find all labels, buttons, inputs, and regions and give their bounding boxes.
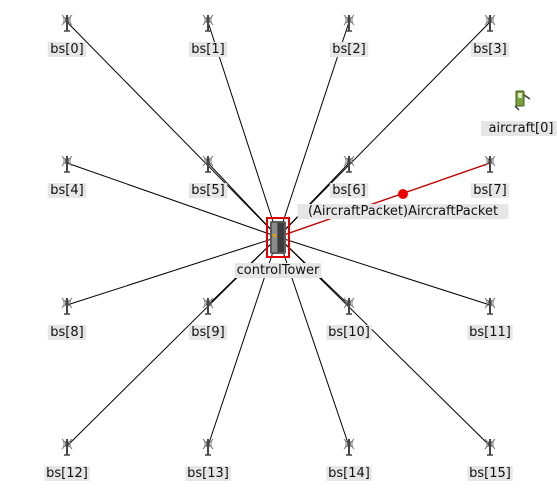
node-label: bs[13] xyxy=(187,466,229,481)
label-background xyxy=(188,183,228,198)
node-label: bs[6] xyxy=(332,183,365,198)
antenna-icon xyxy=(61,297,73,315)
base-station-14[interactable]: bs[14] xyxy=(326,438,372,481)
label-background xyxy=(467,325,513,340)
antenna-icon xyxy=(484,297,496,315)
label-background xyxy=(467,466,513,481)
antenna-icon xyxy=(343,14,355,32)
antenna-icon xyxy=(202,14,214,32)
node-label: bs[11] xyxy=(469,325,511,340)
antenna-icon xyxy=(343,155,355,173)
packet-dot xyxy=(398,189,408,199)
label-background xyxy=(329,183,369,198)
label-background xyxy=(188,325,228,340)
label-background xyxy=(47,325,87,340)
active-link-line xyxy=(277,162,491,238)
node-label: bs[0] xyxy=(50,42,83,57)
antenna-icon xyxy=(61,14,73,32)
link-line xyxy=(66,162,279,238)
base-station-2[interactable]: bs[2] xyxy=(329,14,369,57)
packet-label: (AircraftPacket)AircraftPacket xyxy=(297,204,509,219)
mobile-phone-icon xyxy=(514,90,531,111)
label-background xyxy=(47,42,87,57)
node-label: (AircraftPacket)AircraftPacket xyxy=(308,204,498,219)
link-line xyxy=(277,21,491,238)
base-station-4[interactable]: bs[4] xyxy=(47,155,87,198)
node-label: aircraft[0] xyxy=(489,121,554,136)
antenna-icon xyxy=(484,438,496,456)
base-station-9[interactable]: bs[9] xyxy=(188,297,228,340)
label-background xyxy=(297,204,509,219)
base-station-1[interactable]: bs[1] xyxy=(188,14,228,57)
link-line xyxy=(66,236,279,306)
selection-highlight xyxy=(266,217,290,258)
antenna-icon xyxy=(202,155,214,173)
antenna-icon xyxy=(484,14,496,32)
node-label: bs[4] xyxy=(50,183,83,198)
base-station-0[interactable]: bs[0] xyxy=(47,14,87,57)
antenna-icon xyxy=(61,155,73,173)
label-background xyxy=(188,42,228,57)
link-line xyxy=(207,21,279,238)
link-line xyxy=(66,21,279,238)
label-background xyxy=(470,183,510,198)
label-background xyxy=(326,325,372,340)
base-station-12[interactable]: bs[12] xyxy=(44,438,90,481)
antenna-icon xyxy=(343,297,355,315)
nodes-layer: bs[0] bs[1] bs[2] bs[3] bs[4] bs[5] bs[6] bs[7]… xyxy=(44,14,557,481)
server-icon xyxy=(270,221,286,254)
label-background xyxy=(470,42,510,57)
node-label: bs[5] xyxy=(191,183,224,198)
aircraft-node[interactable]: aircraft[0] xyxy=(481,90,557,136)
node-label: bs[14] xyxy=(328,466,370,481)
base-station-10[interactable]: bs[10] xyxy=(326,297,372,340)
node-label: bs[10] xyxy=(328,325,370,340)
antenna-icon xyxy=(61,438,73,456)
label-background xyxy=(185,466,231,481)
base-station-11[interactable]: bs[11] xyxy=(467,297,513,340)
packet[interactable] xyxy=(398,189,408,199)
base-station-7[interactable]: bs[7] xyxy=(470,155,510,198)
link-line xyxy=(277,236,491,306)
label-background xyxy=(44,466,90,481)
node-label: bs[9] xyxy=(191,325,224,340)
base-station-3[interactable]: bs[3] xyxy=(470,14,510,57)
label-background xyxy=(329,42,369,57)
node-label: bs[3] xyxy=(473,42,506,57)
base-station-13[interactable]: bs[13] xyxy=(185,438,231,481)
base-station-6[interactable]: bs[6] xyxy=(329,155,369,198)
base-station-5[interactable]: bs[5] xyxy=(188,155,228,198)
control-tower[interactable]: controlTower xyxy=(234,217,322,278)
node-label: bs[2] xyxy=(332,42,365,57)
label-background xyxy=(326,466,372,481)
node-label: bs[1] xyxy=(191,42,224,57)
node-label: controlTower xyxy=(237,263,320,278)
link-line xyxy=(277,21,350,238)
label-background xyxy=(481,121,557,136)
node-label: bs[12] xyxy=(46,466,88,481)
antenna-icon xyxy=(343,438,355,456)
antenna-icon xyxy=(202,438,214,456)
node-label: bs[7] xyxy=(473,183,506,198)
label-background xyxy=(234,263,322,278)
base-station-15[interactable]: bs[15] xyxy=(467,438,513,481)
antenna-icon xyxy=(202,297,214,315)
base-station-8[interactable]: bs[8] xyxy=(47,297,87,340)
label-background xyxy=(47,183,87,198)
antenna-icon xyxy=(484,155,496,173)
node-label: bs[15] xyxy=(469,466,511,481)
node-label: bs[8] xyxy=(50,325,83,340)
